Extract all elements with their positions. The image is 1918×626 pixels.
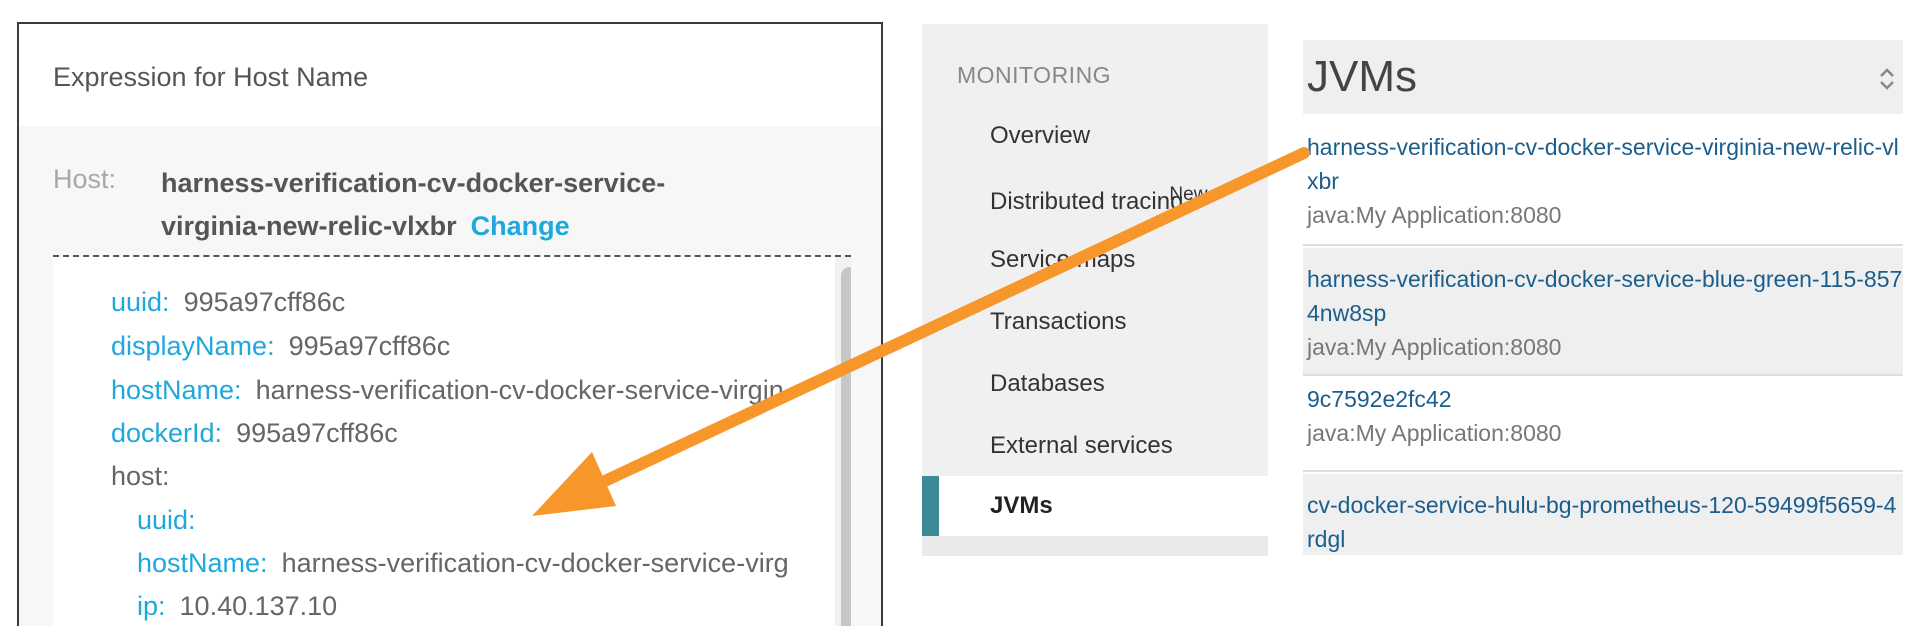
- json-row-hostname: hostName:harness-verification-cv-docker-…: [111, 375, 784, 405]
- sidebar-item-jvms[interactable]: JVMs: [922, 476, 1268, 536]
- sidebar-item-distributed-tracing[interactable]: Distributed tracingNew: [990, 184, 1207, 216]
- host-label: Host:: [53, 164, 117, 194]
- sidebar-item-external-services[interactable]: External services: [990, 432, 1173, 459]
- row-divider: [1303, 470, 1903, 472]
- host-json-viewer: uuid:995a97cff86c displayName:995a97cff8…: [53, 257, 851, 626]
- jvm-app-label: java:My Application:8080: [1307, 334, 1562, 360]
- host-name-text: harness-verification-cv-docker-service-v…: [161, 168, 666, 241]
- row-divider: [1303, 244, 1903, 246]
- jvm-list-item[interactable]: 9c7592e2fc42 java:My Application:8080: [1303, 382, 1903, 450]
- new-badge: New: [1169, 184, 1208, 205]
- row-divider: [1303, 374, 1903, 376]
- json-row-host-ip: ip:10.40.137.10: [137, 591, 338, 621]
- active-indicator: [922, 476, 939, 536]
- jvm-header[interactable]: JVMs: [1303, 40, 1903, 114]
- sidebar-item-overview[interactable]: Overview: [990, 122, 1091, 149]
- expression-dialog: Expression for Host Name Host: harness-v…: [17, 22, 883, 626]
- jvm-name-link[interactable]: cv-docker-service-hulu-bg-prometheus-120…: [1307, 492, 1897, 552]
- sidebar-heading: MONITORING: [957, 62, 1112, 88]
- json-row-host-hostname: hostName:harness-verification-cv-docker-…: [137, 548, 789, 578]
- json-row-host: host:: [111, 461, 170, 491]
- dashed-divider: [53, 255, 851, 257]
- scrollbar-thumb[interactable]: [841, 267, 851, 626]
- json-row-displayname: displayName:995a97cff86c: [111, 331, 451, 361]
- sidebar-item-label: JVMs: [990, 492, 1053, 519]
- sidebar-item-service-maps[interactable]: Service maps: [990, 246, 1136, 273]
- jvm-list-item[interactable]: harness-verification-cv-docker-service-b…: [1303, 248, 1903, 374]
- jvm-name-link[interactable]: 9c7592e2fc42: [1307, 386, 1452, 412]
- host-value: harness-verification-cv-docker-service-v…: [161, 162, 721, 248]
- sort-icon[interactable]: [1877, 64, 1897, 94]
- monitoring-sidebar: MONITORING Overview Distributed tracingN…: [922, 24, 1268, 536]
- jvm-app-label: java:My Application:8080: [1307, 420, 1562, 446]
- jvm-list-item[interactable]: harness-verification-cv-docker-service-v…: [1303, 130, 1903, 232]
- sidebar-item-transactions[interactable]: Transactions: [990, 308, 1127, 335]
- jvm-app-label: java:My Application:8080: [1307, 202, 1562, 228]
- dialog-title: Expression for Host Name: [53, 62, 369, 92]
- json-row-dockerid: dockerId:995a97cff86c: [111, 418, 398, 448]
- sidebar-footer-strip: [922, 536, 1268, 556]
- json-row-host-uuid: uuid:: [137, 505, 196, 535]
- dialog-body: Host: harness-verification-cv-docker-ser…: [19, 126, 881, 626]
- sidebar-item-label: Distributed tracing: [990, 188, 1184, 215]
- change-host-link[interactable]: Change: [470, 211, 570, 241]
- sidebar-item-databases[interactable]: Databases: [990, 370, 1105, 397]
- jvm-list-item[interactable]: cv-docker-service-hulu-bg-prometheus-120…: [1303, 474, 1903, 555]
- jvm-list-panel: JVMs harness-verification-cv-docker-serv…: [1303, 40, 1903, 555]
- jvm-name-link[interactable]: harness-verification-cv-docker-service-v…: [1307, 134, 1899, 194]
- jvm-title: JVMs: [1307, 52, 1417, 101]
- json-row-uuid: uuid:995a97cff86c: [111, 287, 346, 317]
- jvm-name-link[interactable]: harness-verification-cv-docker-service-b…: [1307, 266, 1903, 326]
